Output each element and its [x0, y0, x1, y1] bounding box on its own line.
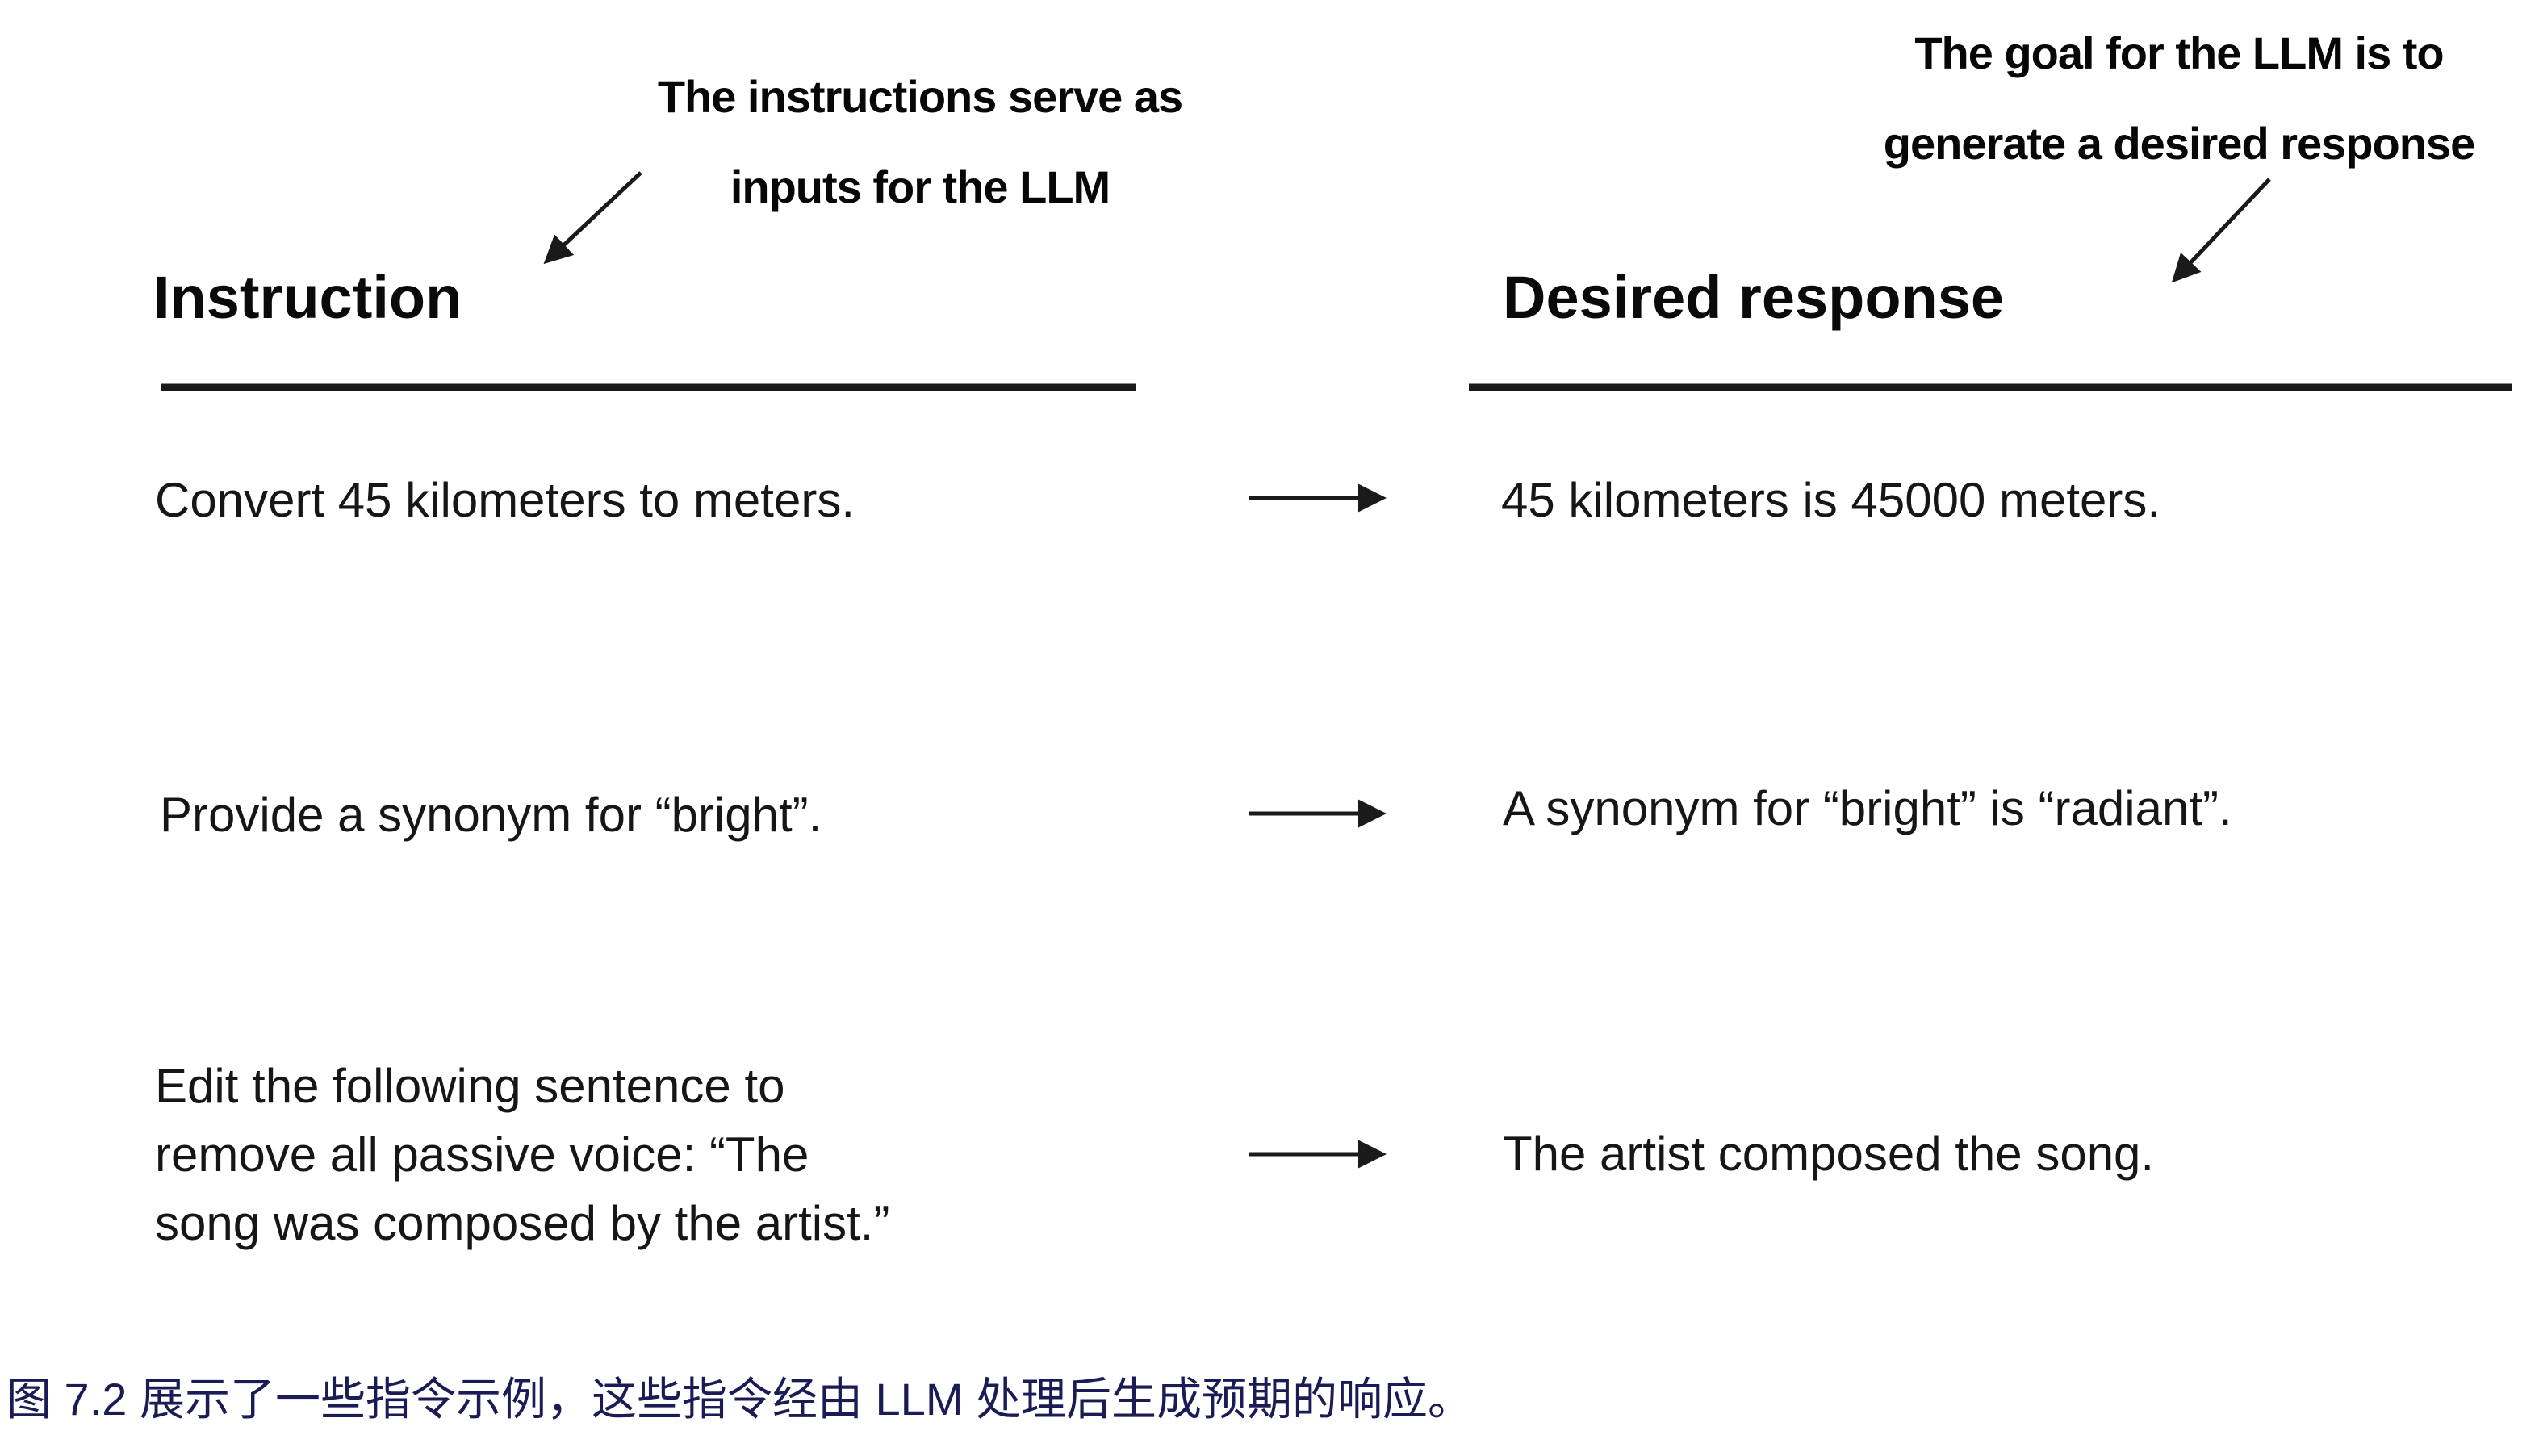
instruction-cell-line1: Edit the following sentence to — [155, 1059, 785, 1113]
instruction-cell-line2: remove all passive voice: “The — [155, 1128, 809, 1182]
right-annotation-line2: generate a desired response — [1883, 118, 2475, 169]
right-annotation-arrow-icon — [2171, 178, 2271, 283]
instruction-cell-line3: song was composed by the artist.” — [155, 1196, 890, 1250]
instruction-cell: Provide a synonym for “bright”. — [160, 788, 822, 842]
response-cell: A synonym for “bright” is “radiant”. — [1503, 781, 2232, 835]
right-annotation: The goal for the LLM is to generate a de… — [1800, 8, 2539, 189]
right-annotation-line1: The goal for the LLM is to — [1914, 27, 2444, 78]
instruction-column-header: Instruction — [153, 264, 462, 331]
left-annotation: The instructions serve as inputs for the… — [565, 52, 1275, 232]
desired-response-column-header: Desired response — [1503, 264, 2005, 331]
response-cell: 45 kilometers is 45000 meters. — [1501, 473, 2161, 527]
instruction-cell: Edit the following sentence to remove al… — [155, 1052, 889, 1257]
left-annotation-line2: inputs for the LLM — [730, 161, 1111, 212]
left-annotation-line1: The instructions serve as — [657, 71, 1183, 122]
figure-caption: 图 7.2 展示了一些指令示例，这些指令经由 LLM 处理后生成预期的响应。 — [6, 1374, 1474, 1425]
instruction-cell: Convert 45 kilometers to meters. — [155, 473, 855, 527]
response-cell: The artist composed the song. — [1503, 1127, 2155, 1181]
